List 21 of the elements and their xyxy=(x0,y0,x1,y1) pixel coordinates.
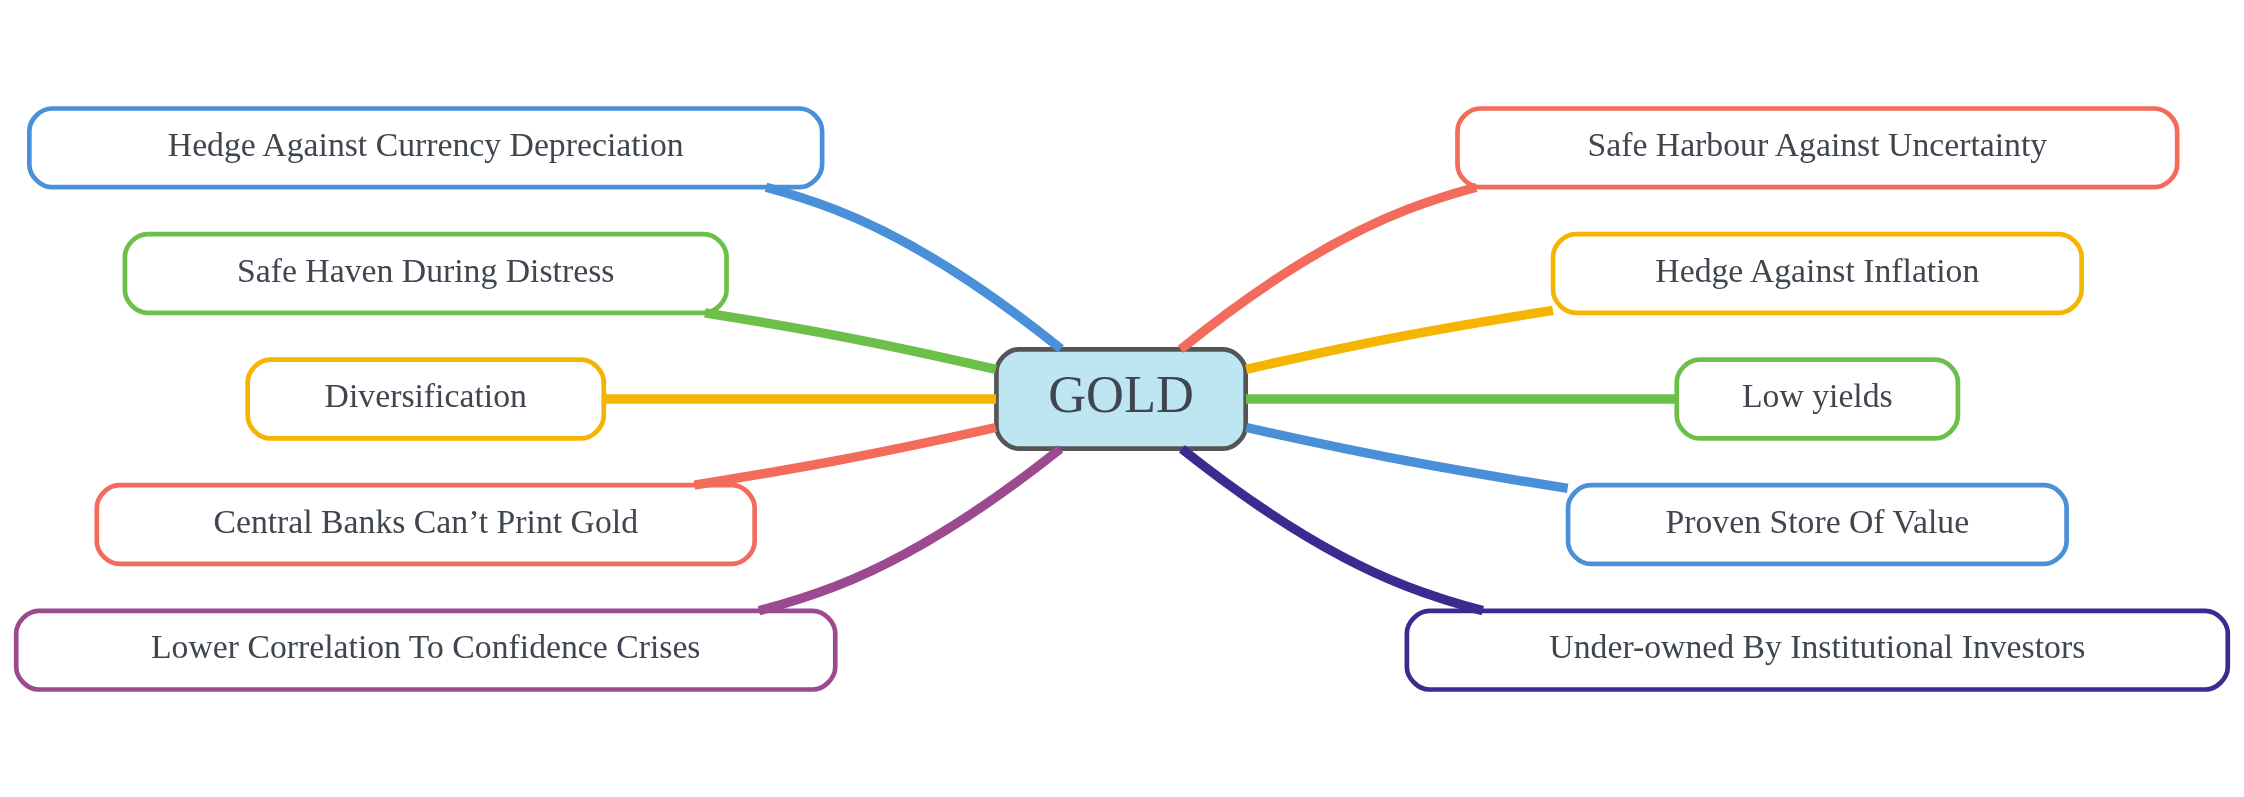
node-box: Under-owned By Institutional Investors xyxy=(1404,607,2231,692)
connector xyxy=(1245,393,1677,404)
connector xyxy=(1245,305,1554,374)
node-box: Hedge Against Inflation xyxy=(1550,231,2084,315)
node-box: Safe Haven During Distress xyxy=(122,231,729,315)
connector xyxy=(1245,422,1569,493)
connector xyxy=(764,182,1064,353)
node-box: Diversification xyxy=(245,356,607,441)
connector xyxy=(1177,182,1478,353)
node-box: Lower Correlation To Confidence Crises xyxy=(13,607,838,692)
connector xyxy=(1178,444,1484,615)
node-box: Hedge Against Currency Depreciation xyxy=(27,105,825,190)
node-box: GOLD xyxy=(994,346,1249,451)
node-box: Proven Store Of Value xyxy=(1565,482,2069,566)
node-box: Safe Harbour Against Uncertainty xyxy=(1455,105,2180,190)
node-box: Low yields xyxy=(1674,356,1961,441)
connector xyxy=(704,307,997,374)
connector xyxy=(693,422,997,490)
node-box: Central Banks Can’t Print Gold xyxy=(94,482,757,566)
connector xyxy=(757,444,1064,615)
connector xyxy=(603,393,997,404)
